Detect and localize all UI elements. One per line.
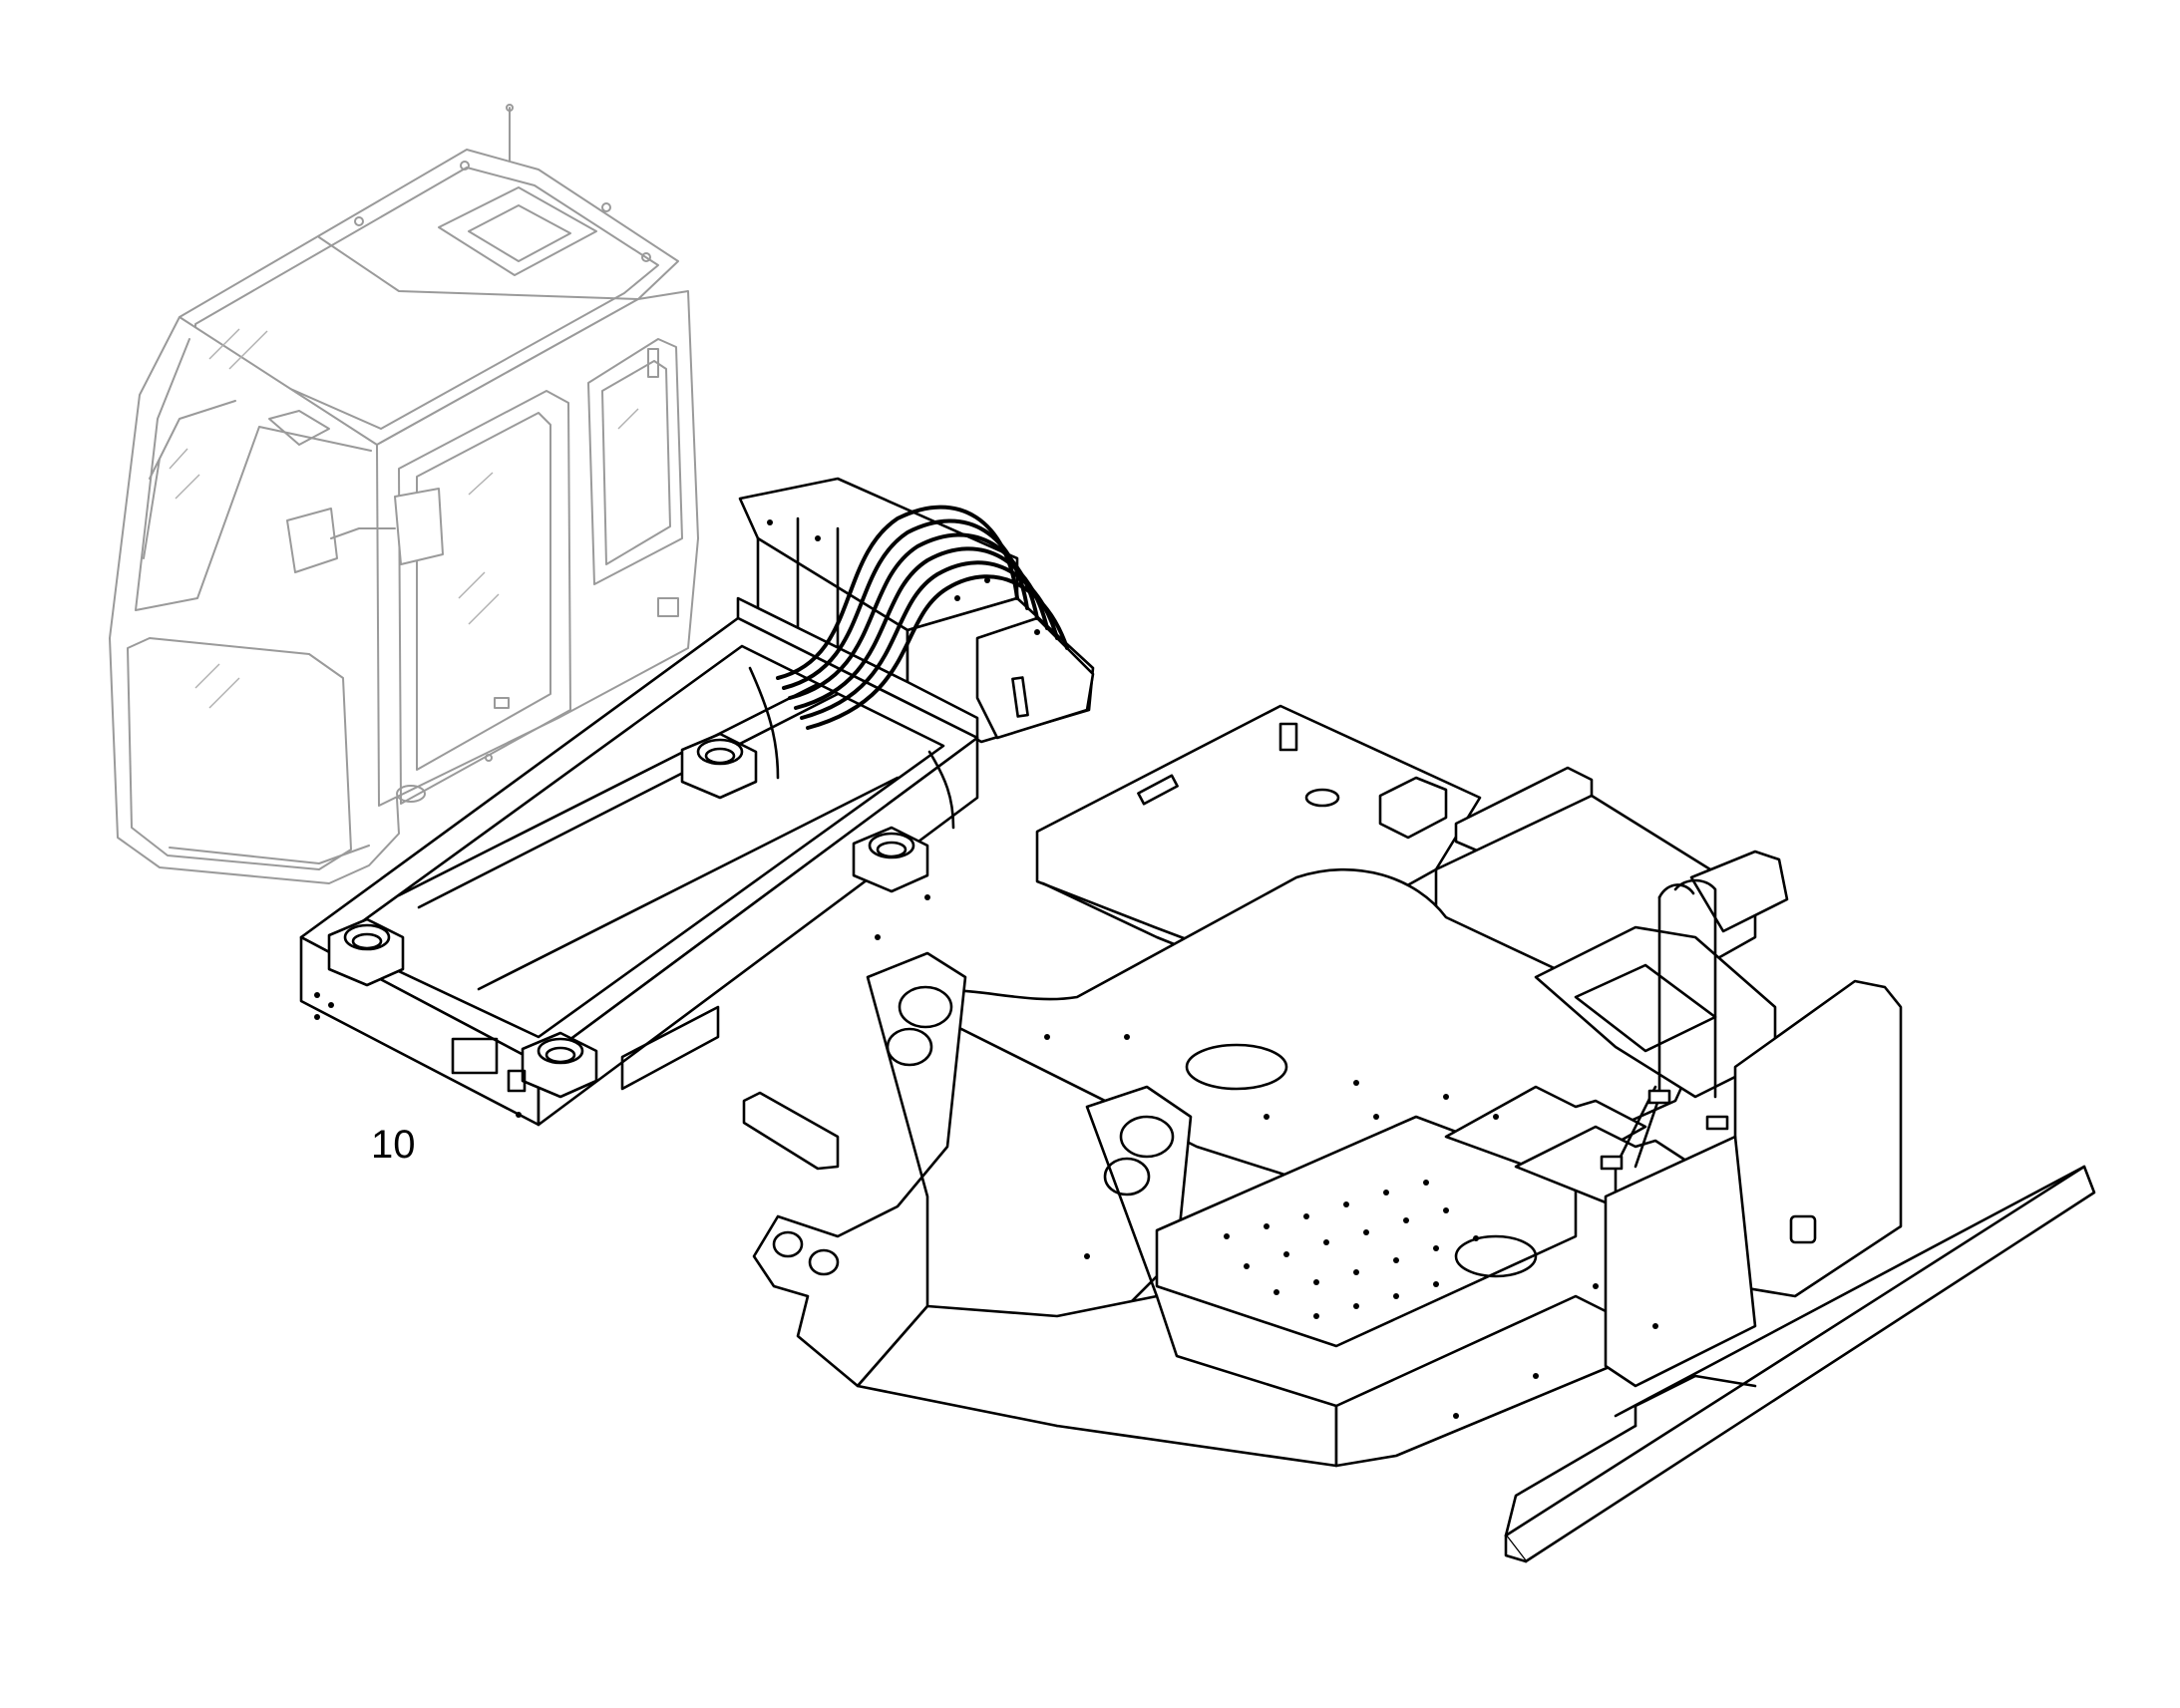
handrail: [1600, 878, 1729, 1198]
callout-label: 10: [371, 1123, 416, 1167]
hydraulic-hoses: [776, 505, 1069, 730]
mount-cup-front-left: [327, 917, 405, 987]
side-rail: [1504, 1165, 2096, 1563]
operator-cab: [109, 104, 699, 884]
mount-cup-front-right: [521, 1031, 598, 1099]
mount-cup-rear-left: [680, 732, 758, 800]
mount-cup-rear-right: [852, 826, 929, 893]
upper-frame: [742, 704, 1903, 1468]
floor-plate-holes: [1224, 1180, 1479, 1319]
